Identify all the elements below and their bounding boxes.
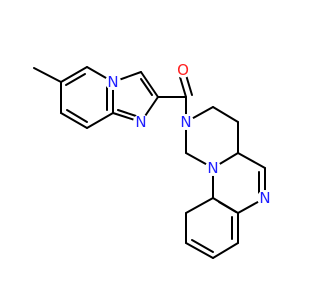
bond-py-5 xyxy=(185,197,214,214)
molecule-structure-diagram: N N O N N N xyxy=(33,61,273,259)
bond-c8-c8a xyxy=(86,112,114,129)
atom-o-carbonyl: O xyxy=(175,61,191,79)
bond-pip-2 xyxy=(212,106,239,123)
atom-labels: N N O N N N xyxy=(105,61,273,207)
bond-group xyxy=(33,66,266,259)
atom-n-piperazine-aryl-label: N xyxy=(207,159,218,177)
bond-py-8 xyxy=(212,242,239,259)
bond-c7-c8-inner xyxy=(66,109,88,123)
atom-n-pyridine-label: N xyxy=(259,189,270,207)
bond-py-1-inner xyxy=(218,201,237,213)
bond-c5-c6-inner xyxy=(65,73,86,86)
bond-c7-c8 xyxy=(60,112,88,129)
bond-carbonyl-o xyxy=(179,76,187,98)
atom-n-piperazine-amide-label: N xyxy=(180,113,191,131)
bond-c5-c6 xyxy=(60,66,88,83)
bond-py-7-inner xyxy=(191,239,214,253)
bond-n1-c8a-inner xyxy=(117,109,137,117)
atom-n-bridge-label: N xyxy=(107,73,118,91)
bond-methyl xyxy=(33,67,62,83)
atom-n-bridge: N xyxy=(105,73,121,91)
atom-o-carbonyl-label: O xyxy=(177,61,189,79)
atom-n-imidazole: N xyxy=(133,113,149,131)
atom-n-pyridine: N xyxy=(257,189,273,207)
bond-py-7 xyxy=(185,242,214,259)
atom-n-imidazole-label: N xyxy=(135,113,146,131)
atom-n-piperazine-amide: N xyxy=(178,113,194,131)
atom-n-piperazine-aryl: N xyxy=(205,159,221,177)
bond-carbonyl-o-2 xyxy=(185,74,193,96)
bond-py-4 xyxy=(237,152,266,169)
bond-c3-c2-inner xyxy=(140,78,153,96)
bond-c3-c2 xyxy=(140,71,159,98)
